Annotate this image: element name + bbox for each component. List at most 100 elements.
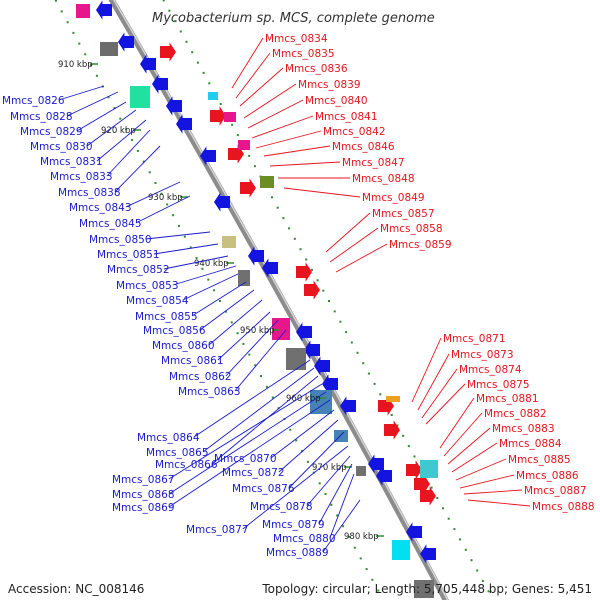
reverse-leader-line — [199, 289, 255, 331]
dotted-track-outer-left — [295, 439, 298, 442]
gene-features — [76, 0, 438, 598]
gene-block-orange — [386, 396, 400, 402]
dotted-track-outer-left — [160, 192, 163, 195]
reverse-leader-line — [168, 383, 323, 480]
label-leader-lines — [58, 37, 531, 553]
reverse-gene-arrow — [96, 0, 112, 20]
reverse-leader-line — [114, 145, 161, 193]
dotted-track-outer-left — [119, 117, 122, 120]
dotted-track-outer-right — [253, 165, 256, 168]
dotted-track-outer-left — [136, 149, 139, 152]
reverse-gene-label: Mmcs_0889 — [266, 547, 329, 559]
forward-gene-label: Mmcs_0886 — [516, 470, 579, 482]
dotted-track-outer-right — [453, 528, 456, 531]
forward-gene-arrow — [384, 420, 400, 440]
dotted-track-outer-left — [54, 0, 57, 2]
reverse-gene-label: Mmcs_0850 — [89, 234, 152, 246]
dotted-track-outer-left — [125, 128, 128, 131]
reverse-gene-label: Mmcs_0876 — [232, 483, 295, 495]
reverse-gene-label: Mmcs_0880 — [273, 533, 336, 545]
forward-leader-line — [425, 383, 466, 425]
reverse-leader-line — [66, 91, 119, 117]
forward-leader-line — [243, 83, 297, 119]
forward-gene-label: Mmcs_0846 — [332, 141, 395, 153]
map-title: Mycobacterium sp. MCS, complete genome — [152, 11, 435, 26]
dotted-track-outer-right — [174, 20, 177, 23]
dotted-track-outer-right — [288, 227, 291, 230]
reverse-leader-line — [306, 455, 351, 507]
dotted-track-outer-right — [356, 351, 359, 354]
dotted-track-outer-right — [316, 279, 319, 282]
forward-leader-line — [447, 427, 491, 465]
forward-gene-label: Mmcs_0888 — [532, 501, 595, 513]
dotted-track-outer-right — [282, 217, 285, 220]
dotted-track-outer-right — [196, 61, 199, 64]
dotted-track-outer-right — [179, 30, 182, 33]
dotted-track-outer-right — [350, 341, 353, 344]
reverse-gene-label: Mmcs_0864 — [137, 432, 200, 444]
gene-block-olive — [260, 176, 274, 188]
reverse-gene-label: Mmcs_0851 — [97, 249, 160, 261]
reverse-leader-line — [202, 367, 315, 453]
reverse-gene-arrow — [118, 32, 134, 52]
dotted-track-outer-right — [367, 372, 370, 375]
reverse-leader-line — [288, 431, 345, 489]
forward-gene-label: Mmcs_0836 — [285, 63, 348, 75]
gene-block-grey-2 — [238, 270, 250, 286]
reverse-gene-arrow — [262, 258, 278, 278]
dotted-track-outer-left — [377, 589, 380, 592]
dotted-track-outer-right — [248, 154, 251, 157]
dotted-track-outer-left — [330, 503, 333, 506]
dotted-track-outer-left — [230, 321, 233, 324]
gene-block-magenta-3 — [238, 140, 250, 150]
reverse-gene-label: Mmcs_0861 — [161, 355, 224, 367]
gene-block-cyan — [208, 92, 218, 100]
forward-leader-line — [247, 99, 304, 129]
reverse-gene-arrow — [304, 340, 320, 360]
reverse-leader-line — [168, 399, 331, 508]
forward-leader-line — [467, 499, 531, 507]
dotted-track-outer-left — [365, 568, 368, 571]
forward-gene-arrow — [414, 474, 430, 494]
reverse-gene-arrow — [368, 454, 384, 474]
reverse-leader-line — [217, 311, 271, 361]
reverse-gene-label: Mmcs_0860 — [152, 340, 215, 352]
reverse-gene-label: Mmcs_0872 — [222, 467, 285, 479]
forward-leader-line — [251, 115, 314, 139]
forward-gene-label: Mmcs_0841 — [315, 111, 378, 123]
dotted-track-outer-left — [324, 493, 327, 495]
dotted-track-outer-left — [353, 546, 356, 549]
dotted-track-outer-right — [276, 206, 279, 209]
reverse-leader-line — [58, 85, 105, 101]
dotted-track-outer-left — [213, 289, 216, 292]
gene-block-green — [130, 86, 150, 108]
dotted-track-outer-right — [208, 82, 211, 85]
reverse-gene-label: Mmcs_0853 — [116, 280, 179, 292]
reverse-leader-line — [163, 255, 229, 270]
forward-gene-label: Mmcs_0849 — [362, 192, 425, 204]
accession-text: Accession: NC_008146 — [8, 582, 145, 596]
scale-label: 940 kbp — [194, 259, 229, 269]
reverse-gene-label: Mmcs_0863 — [178, 386, 241, 398]
gene-block-magenta-4 — [272, 318, 290, 340]
dotted-track-outer-left — [248, 353, 251, 356]
topology-text: Topology: circular; Length: 5,705,448 bp… — [262, 582, 592, 596]
reverse-gene-label: Mmcs_0829 — [20, 126, 83, 138]
gene-block-steelblue — [310, 390, 332, 414]
forward-leader-line — [335, 243, 388, 273]
dotted-track-outer-right — [390, 414, 393, 416]
forward-leader-line — [443, 412, 483, 457]
dotted-track-outer-right — [487, 590, 490, 593]
gene-block-grey-3 — [286, 348, 306, 370]
forward-gene-label: Mmcs_0839 — [298, 79, 361, 91]
scale-label: 920 kbp — [101, 126, 136, 136]
gene-block-magenta-2 — [224, 112, 236, 122]
reverse-leader-line — [86, 109, 137, 147]
dotted-track-outer-left — [154, 182, 157, 184]
reverse-leader-line — [270, 409, 335, 459]
dotted-track-outer-right — [339, 320, 342, 323]
gene-labels: Mmcs_0834Mmcs_0835Mmcs_0836Mmcs_0839Mmcs… — [2, 33, 595, 559]
reverse-gene-label: Mmcs_0856 — [143, 325, 206, 337]
